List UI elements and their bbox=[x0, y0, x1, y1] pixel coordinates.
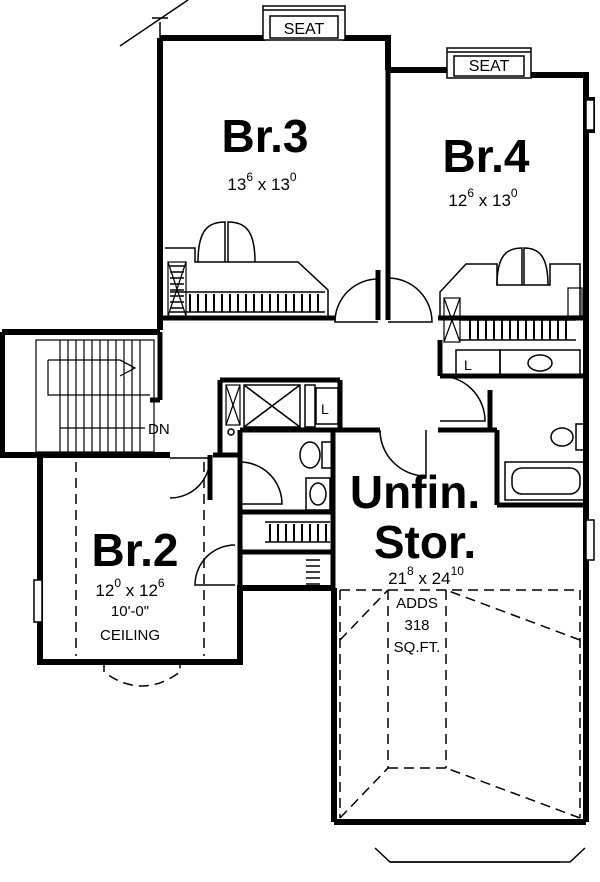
unfin-label-line2: Stor. bbox=[374, 516, 476, 568]
adds-line3: SQ.FT. bbox=[394, 639, 441, 656]
stair-walls bbox=[0, 332, 40, 458]
linen-label-br4: L bbox=[464, 357, 472, 373]
seat-label-br4: SEAT bbox=[469, 58, 510, 75]
br3-top-wall-right bbox=[343, 35, 391, 70]
br2-walls bbox=[37, 455, 334, 665]
br4-dimensions: 126 x 130 bbox=[448, 186, 518, 210]
adds-line2: 318 bbox=[404, 617, 429, 634]
dashed-lines bbox=[75, 462, 581, 819]
adds-line1: ADDS bbox=[396, 595, 438, 612]
stairs bbox=[35, 339, 155, 453]
br3-dimensions: 136 x 130 bbox=[227, 170, 297, 194]
br2-ceiling-height: 10'-0" bbox=[111, 603, 149, 620]
unfin-dimensions: 218 x 2410 bbox=[388, 564, 464, 588]
br3-name: Br.3 bbox=[222, 110, 309, 162]
br2-ceiling-word: CEILING bbox=[100, 627, 160, 644]
unfin-label-line1: Unfin. bbox=[350, 466, 480, 518]
roof-lines bbox=[119, 0, 189, 47]
br2-name: Br.2 bbox=[92, 524, 179, 576]
doors bbox=[169, 221, 549, 586]
br2-dimensions: 120 x 126 bbox=[95, 576, 165, 600]
stair-down-label: DN bbox=[148, 421, 170, 438]
br4-name: Br.4 bbox=[443, 130, 530, 182]
exterior-walls bbox=[0, 35, 595, 825]
closet-x-marks bbox=[167, 261, 583, 426]
seat-label-br3: SEAT bbox=[284, 21, 325, 38]
bath-fixtures bbox=[227, 349, 587, 511]
br4-top-wall-right bbox=[530, 72, 589, 425]
closet-hangers bbox=[170, 265, 567, 585]
bottom-roof bbox=[374, 847, 586, 863]
linen-label-hall: L bbox=[321, 401, 329, 417]
windows bbox=[33, 5, 595, 623]
